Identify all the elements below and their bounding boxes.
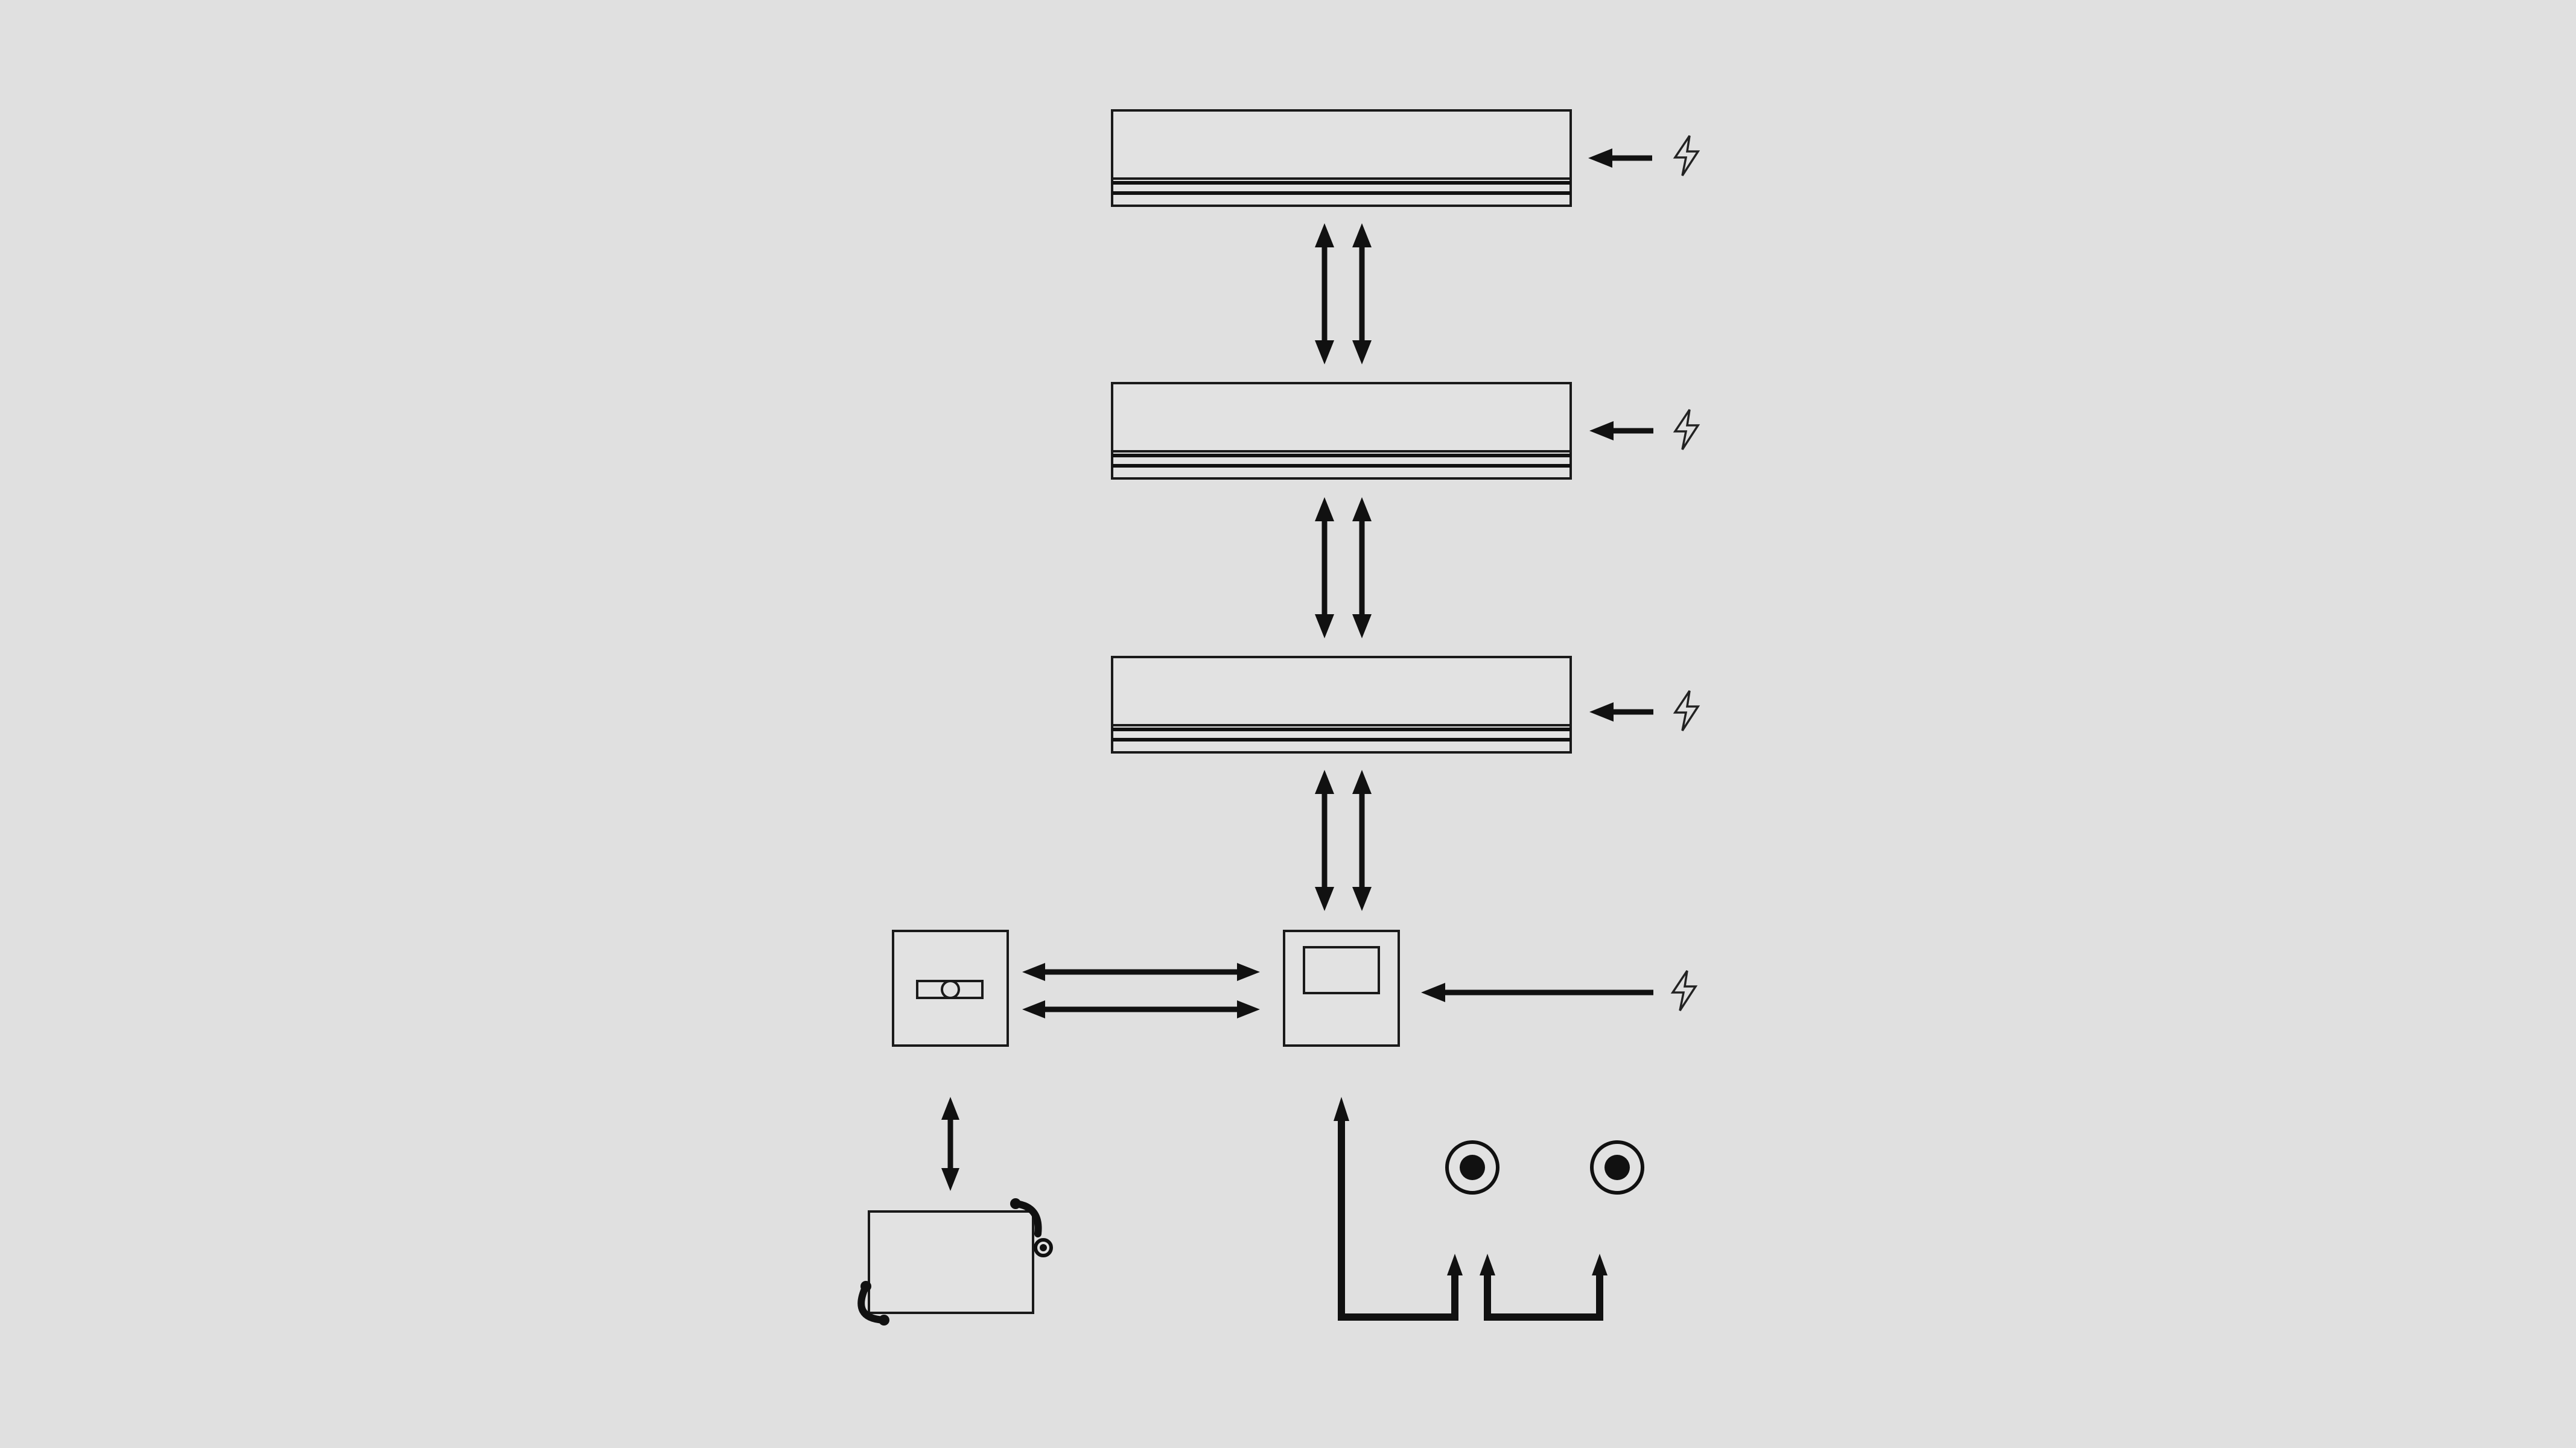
water-piping [1334,1097,1608,1321]
power-arrow-2 [1589,421,1653,440]
power-arrow-3 [1589,702,1653,722]
lightning-bolt-icon [1675,691,1698,731]
indoor-unit-1 [1111,109,1572,207]
thermostat [892,930,1009,1047]
power-arrow-1 [1588,148,1652,168]
indoor-unit-2 [1111,382,1572,480]
lightning-bolt-icon [1675,136,1698,176]
refrigerant-lines-1-2 [1315,223,1372,364]
link-thermostat-sensor [941,1097,959,1191]
controller-unit [1283,930,1400,1047]
refrigerant-lines-3-controller [1315,770,1372,911]
signal-lines-thermostat-controller [1022,963,1260,1018]
refrigerant-lines-2-3 [1315,497,1372,638]
power-arrow-controller [1421,983,1653,1002]
sensor-module [857,1198,1053,1326]
indoor-unit-3 [1111,656,1572,754]
lightning-bolt-icon [1673,971,1696,1011]
outlet-right [1590,1140,1644,1195]
lightning-bolt-icon [1675,410,1698,449]
outlet-left [1445,1140,1499,1195]
